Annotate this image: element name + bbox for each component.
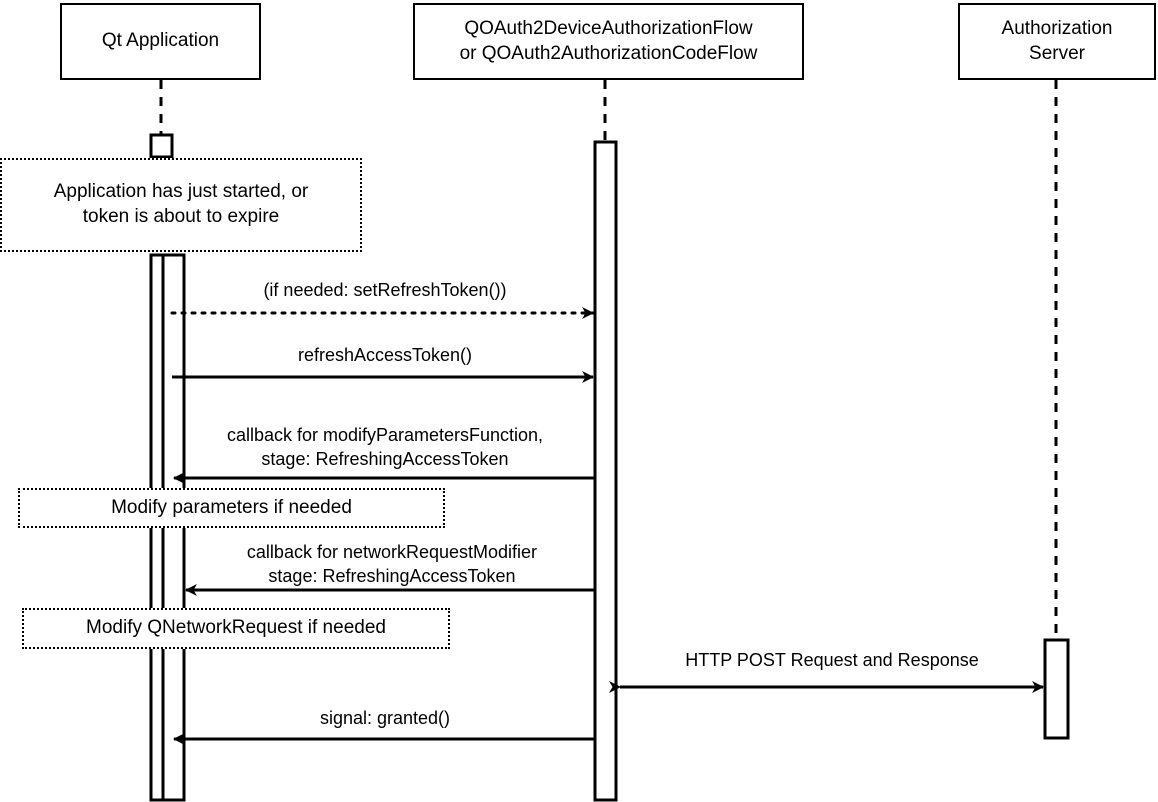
note-modify-parameters: Modify parameters if needed	[18, 488, 445, 528]
note-app-started: Application has just started, or token i…	[0, 158, 362, 252]
message-label-signal-granted: signal: granted()	[319, 708, 451, 728]
note-modify-qnetworkrequest: Modify QNetworkRequest if needed	[22, 608, 450, 649]
message-label-http-post-request-response: HTTP POST Request and Response	[685, 650, 979, 670]
participant-box-oauth2-flow[interactable]: QOAuth2DeviceAuthorizationFlow or QOAuth…	[413, 3, 804, 80]
participant-box-authorization-server[interactable]: Authorization Server	[958, 3, 1156, 80]
activation-oauth2-flow-main	[593, 140, 618, 802]
message-label-set-refresh-token: (if needed: setRefreshToken())	[263, 280, 507, 300]
message-label-callback-network-request-modifier: callback for networkRequestModifier stag…	[246, 542, 538, 587]
message-arrows	[170, 307, 1044, 745]
lifeline-dashes	[159, 80, 1058, 641]
activation-auth-server-post	[1043, 638, 1070, 740]
message-label-refresh-access-token: refreshAccessToken()	[297, 345, 473, 365]
participant-box-qt-application[interactable]: Qt Application	[60, 3, 261, 80]
activation-qt-app-start	[149, 133, 174, 159]
message-label-callback-modify-parameters-function: callback for modifyParametersFunction, s…	[226, 425, 544, 470]
